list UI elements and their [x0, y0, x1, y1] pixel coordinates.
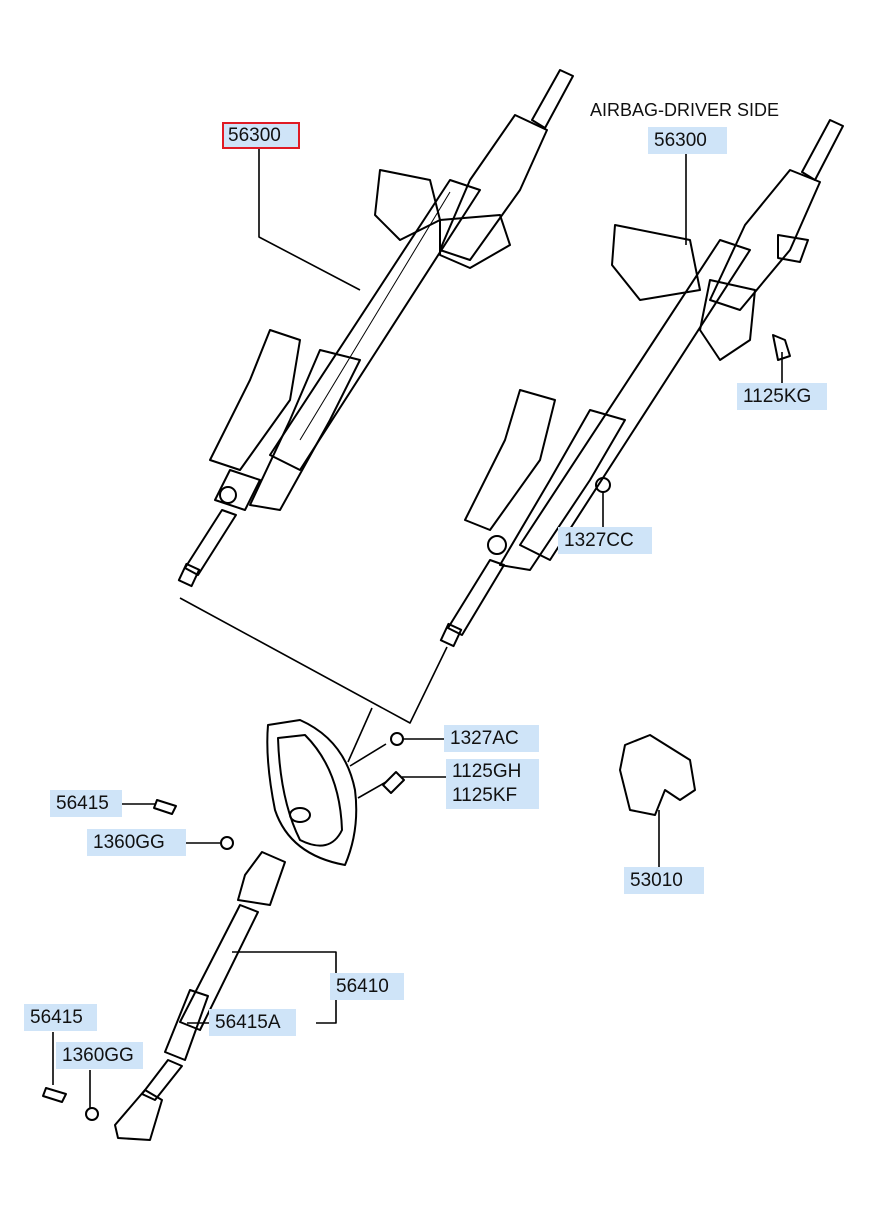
- part-label-1125kf[interactable]: 1125KF: [452, 785, 518, 806]
- part-label-56415-lower[interactable]: 56415: [24, 1004, 97, 1031]
- column-cover-drawing: [266, 719, 358, 866]
- part-label-56300-left[interactable]: 56300: [222, 122, 300, 149]
- part-label-1125kg[interactable]: 1125KG: [737, 383, 827, 410]
- part-label-53010[interactable]: 53010: [624, 867, 704, 894]
- part-label-1327cc[interactable]: 1327CC: [558, 527, 652, 554]
- part-label-56415a[interactable]: 56415A: [209, 1009, 296, 1036]
- hardware-drawings: [42, 334, 791, 1121]
- part-label-56410[interactable]: 56410: [330, 973, 404, 1000]
- leader-lines: [52, 149, 783, 1108]
- part-label-1360gg-upper[interactable]: 1360GG: [87, 829, 186, 856]
- part-label-1125gh-1125kf[interactable]: 1125GH 1125KF: [446, 759, 539, 809]
- bracket-drawing: [619, 734, 696, 816]
- part-label-1327ac[interactable]: 1327AC: [444, 725, 539, 752]
- airbag-driver-side-heading: AIRBAG-DRIVER SIDE: [590, 100, 780, 120]
- intermediate-shaft-drawing: [114, 851, 286, 1141]
- part-label-1125gh[interactable]: 1125GH: [452, 761, 522, 782]
- part-label-56300-right[interactable]: 56300: [648, 127, 727, 154]
- part-label-56415-upper[interactable]: 56415: [50, 790, 122, 817]
- steering-column-left-drawing: [177, 69, 574, 588]
- part-label-1360gg-lower[interactable]: 1360GG: [56, 1042, 143, 1069]
- steering-column-right-drawing: [439, 119, 844, 648]
